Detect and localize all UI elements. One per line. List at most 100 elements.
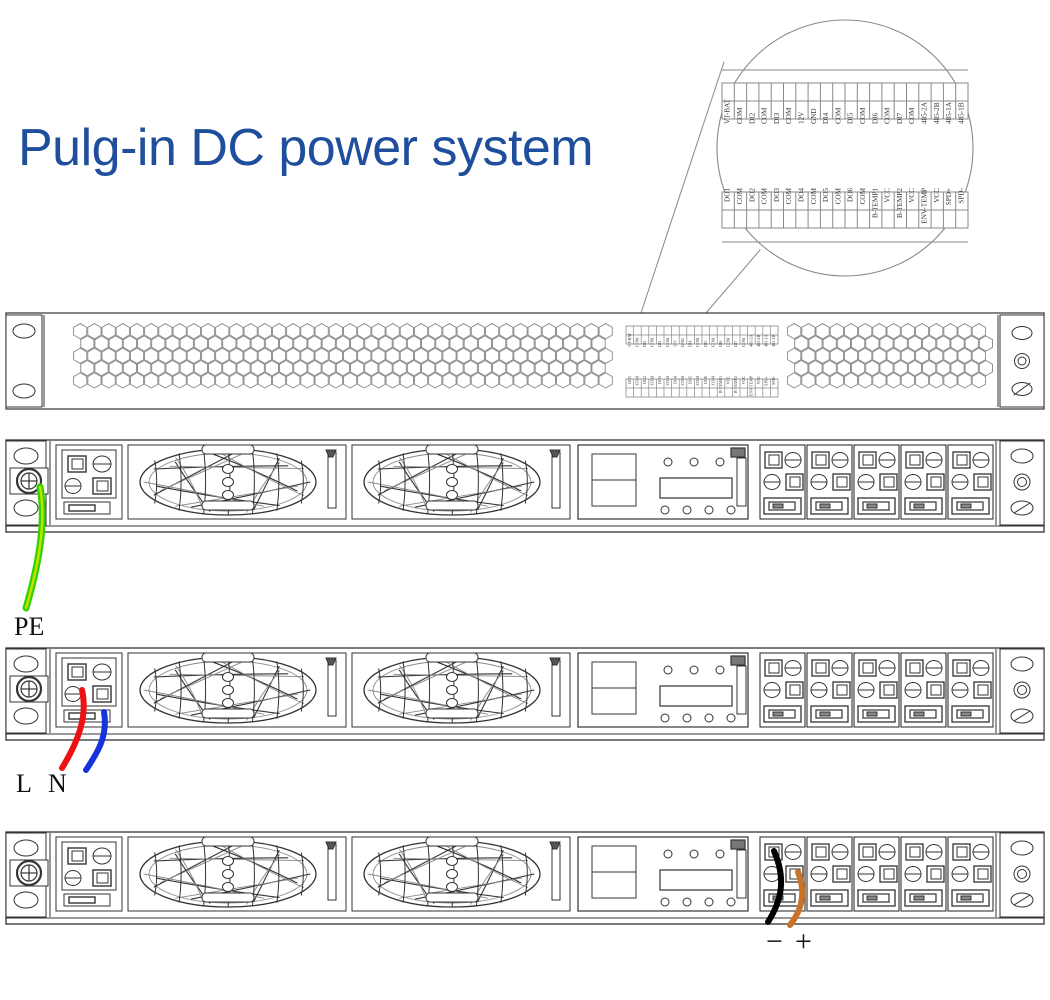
dc-output-breaker-2[interactable]: [806, 836, 853, 912]
vent-hole: [414, 323, 429, 340]
vent-hole: [865, 359, 880, 377]
rack-ear-slot: [1010, 656, 1034, 672]
dc-output-breaker-3[interactable]: [853, 836, 900, 912]
ground-screw-terminal[interactable]: [9, 675, 49, 703]
dc-output-breaker-5[interactable]: [947, 836, 994, 912]
vent-hole: [506, 359, 521, 377]
ground-screw-terminal[interactable]: [9, 859, 49, 887]
lcd-display: [659, 477, 733, 499]
rack-ear-slot: [12, 383, 36, 399]
fan-hub-circle: [222, 672, 234, 682]
dc-output-breaker-2[interactable]: [806, 652, 853, 728]
vent-hole: [943, 323, 958, 340]
vent-hole: [957, 372, 972, 389]
dc-output-breaker-1[interactable]: [759, 652, 806, 728]
vent-hole: [513, 347, 528, 364]
vent-hole: [428, 323, 443, 340]
terminal-label-bottom: SPD+: [764, 375, 769, 386]
controller-latch-strip: [736, 849, 747, 899]
dc-terminal-square-inner: [815, 454, 827, 466]
vent-hole: [215, 347, 230, 364]
rack-ear-screw-inner: [1017, 477, 1027, 487]
terminal-label-top: 12V: [797, 111, 805, 124]
vent-hole: [158, 323, 173, 340]
vent-hole: [570, 372, 585, 389]
fan-cage-rib: [524, 668, 528, 712]
fan-blade: [399, 457, 428, 509]
dc-output-breaker-4[interactable]: [900, 444, 947, 520]
vent-hole: [872, 372, 887, 389]
vent-hole: [215, 323, 230, 340]
vent-hole: [378, 359, 393, 377]
terminal-label-bottom: B-TEMP1: [718, 376, 723, 393]
vent-hole: [950, 335, 965, 352]
dc-terminal-square-inner: [883, 684, 895, 696]
vent-hole: [172, 347, 187, 364]
terminal-label-top: 485-1B: [957, 102, 965, 124]
status-led: [704, 713, 714, 723]
ground-screw-terminal[interactable]: [9, 467, 49, 495]
fan-grille: [139, 444, 317, 516]
ac-terminal-n-inner: [96, 688, 109, 700]
rectifier-module-1: [127, 652, 347, 728]
module-latch-clip: [325, 449, 337, 458]
vent-hole: [250, 335, 265, 352]
terminal-label-top: 485-1B: [771, 334, 776, 347]
controller-connector: [730, 447, 746, 458]
rack-ear-slot-slash: [1013, 382, 1031, 396]
terminal-label-bottom: B-TEMP2: [733, 376, 738, 393]
vent-hole: [950, 359, 965, 377]
rack-ear-slot: [1011, 326, 1033, 340]
fan-blade: [175, 457, 204, 509]
status-led: [715, 849, 725, 859]
status-led: [715, 457, 725, 467]
wire-label-pe: PE: [14, 612, 45, 641]
terminal-label-top: COM: [908, 107, 916, 124]
terminal-label-bottom: DO1: [627, 376, 632, 384]
terminal-label-top: COM: [785, 107, 793, 124]
vent-hole: [936, 335, 951, 352]
vent-hole: [971, 372, 986, 389]
terminal-label-top: COM: [859, 107, 867, 124]
vent-hole: [137, 359, 152, 377]
terminal-label-top: GND: [810, 108, 818, 124]
fan-cage-rib: [500, 845, 504, 903]
rack-ear-right: [999, 440, 1045, 526]
vent-hole: [541, 323, 556, 340]
vent-hole: [94, 335, 109, 352]
dc-output-breaker-1[interactable]: [759, 444, 806, 520]
vent-hole: [371, 372, 386, 389]
rack-ear-slot-slash: [1013, 710, 1031, 722]
fan-blade: [445, 661, 529, 704]
status-led: [689, 457, 699, 467]
vent-hole: [957, 323, 972, 340]
dc-output-breaker-4[interactable]: [900, 836, 947, 912]
dc-output-breaker-1[interactable]: [759, 836, 806, 912]
vent-hole: [570, 323, 585, 340]
dc-output-breaker-3[interactable]: [853, 444, 900, 520]
vent-hole: [357, 372, 372, 389]
terminal-label-bottom: COM: [695, 376, 700, 386]
vent-hole: [900, 372, 915, 389]
dc-output-breaker-5[interactable]: [947, 652, 994, 728]
fan-blade: [445, 453, 529, 496]
dc-terminal-square-inner: [930, 684, 942, 696]
vent-hole: [584, 372, 599, 389]
vent-hole: [513, 372, 528, 389]
vent-hole: [978, 359, 993, 377]
terminal-label-bottom: DO6: [703, 376, 708, 384]
fan-blade: [175, 485, 299, 507]
vent-hole: [172, 323, 187, 340]
vent-hole: [193, 359, 208, 377]
vent-hole: [428, 347, 443, 364]
dc-output-breaker-5[interactable]: [947, 444, 994, 520]
module-latch-strip: [551, 843, 561, 901]
fan-cage-rib: [178, 845, 182, 903]
vent-hole: [463, 359, 478, 377]
dc-output-breaker-3[interactable]: [853, 652, 900, 728]
status-led: [726, 713, 736, 723]
vent-hole: [101, 347, 116, 364]
dc-output-breaker-2[interactable]: [806, 444, 853, 520]
dc-output-breaker-4[interactable]: [900, 652, 947, 728]
vent-hole: [829, 372, 844, 389]
